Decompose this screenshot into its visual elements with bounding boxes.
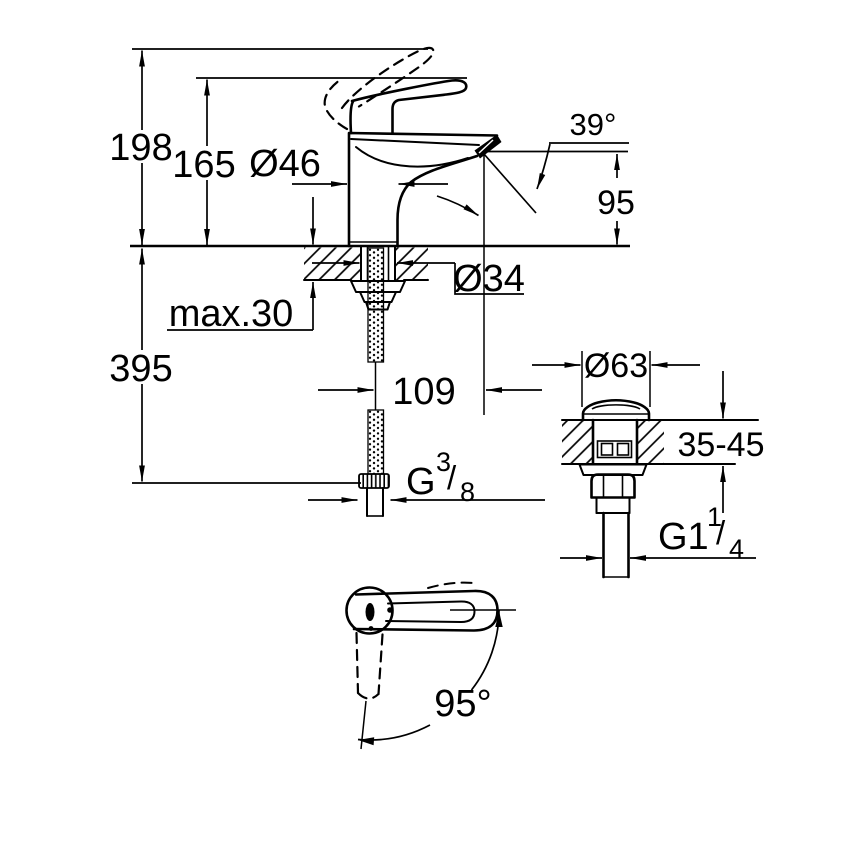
drain-valve [578, 398, 651, 579]
drain-dimensions: Ø63 35-45 G1 1 / 4 [532, 347, 764, 564]
handle-rotated-dashed [355, 631, 384, 700]
top-view: 95° [345, 581, 516, 750]
handle-closed [349, 79, 468, 135]
drain-cap-dome [581, 398, 651, 422]
dim-drain-thread-slash: / [716, 514, 726, 551]
dim-drain-thread-denominator: 4 [729, 534, 744, 564]
supply-hose-upper [367, 247, 385, 363]
aerator-tip [474, 134, 502, 159]
side-view: 198 165 395 Ø46 max.30 Ø34 [109, 46, 635, 517]
dim-body-diameter: Ø46 [249, 143, 321, 185]
dim-shank-diameter: Ø34 [453, 258, 525, 300]
dim-drain-flange-diameter: Ø63 [584, 347, 648, 385]
handle-raised-dashed [323, 46, 435, 131]
dim-handle-swivel-angle: 95° [434, 683, 491, 725]
supply-hose-lower [358, 362, 390, 517]
handle-slot [365, 603, 375, 621]
dim-spout-angle: 39° [570, 107, 617, 142]
dim-drain-thread-prefix: G1 [658, 516, 709, 558]
drain-overflow-window [596, 440, 633, 459]
dim-height-total: 198 [109, 127, 172, 169]
faucet-body [347, 131, 502, 248]
dim-supply-thread-denominator: 8 [460, 477, 475, 507]
dim-supply-thread-prefix: G [406, 461, 436, 503]
dim-drain-thread-numerator: 1 [707, 502, 722, 532]
drain-detail: Ø63 35-45 G1 1 / 4 [532, 347, 764, 579]
drain-locknut [590, 473, 636, 499]
dim-hose-length: 395 [109, 348, 172, 390]
dim-supply-thread-numerator: 3 [436, 447, 451, 477]
hose-connector-nut [358, 473, 390, 489]
swivel-dimension: 95° [357, 609, 516, 750]
dim-drain-mounting-thickness: 35-45 [678, 426, 765, 464]
drain-washer [578, 463, 648, 476]
dim-spout-projection: 109 [392, 371, 455, 413]
dim-supply-thread-slash: / [447, 459, 457, 496]
handle-top-view [345, 581, 499, 635]
dim-deck-thickness: max.30 [169, 293, 294, 335]
dim-height-handle: 165 [172, 144, 235, 186]
side-view-dimensions: 198 165 395 Ø46 max.30 Ø34 [109, 48, 635, 507]
dim-spout-outlet-height: 95 [597, 184, 635, 222]
